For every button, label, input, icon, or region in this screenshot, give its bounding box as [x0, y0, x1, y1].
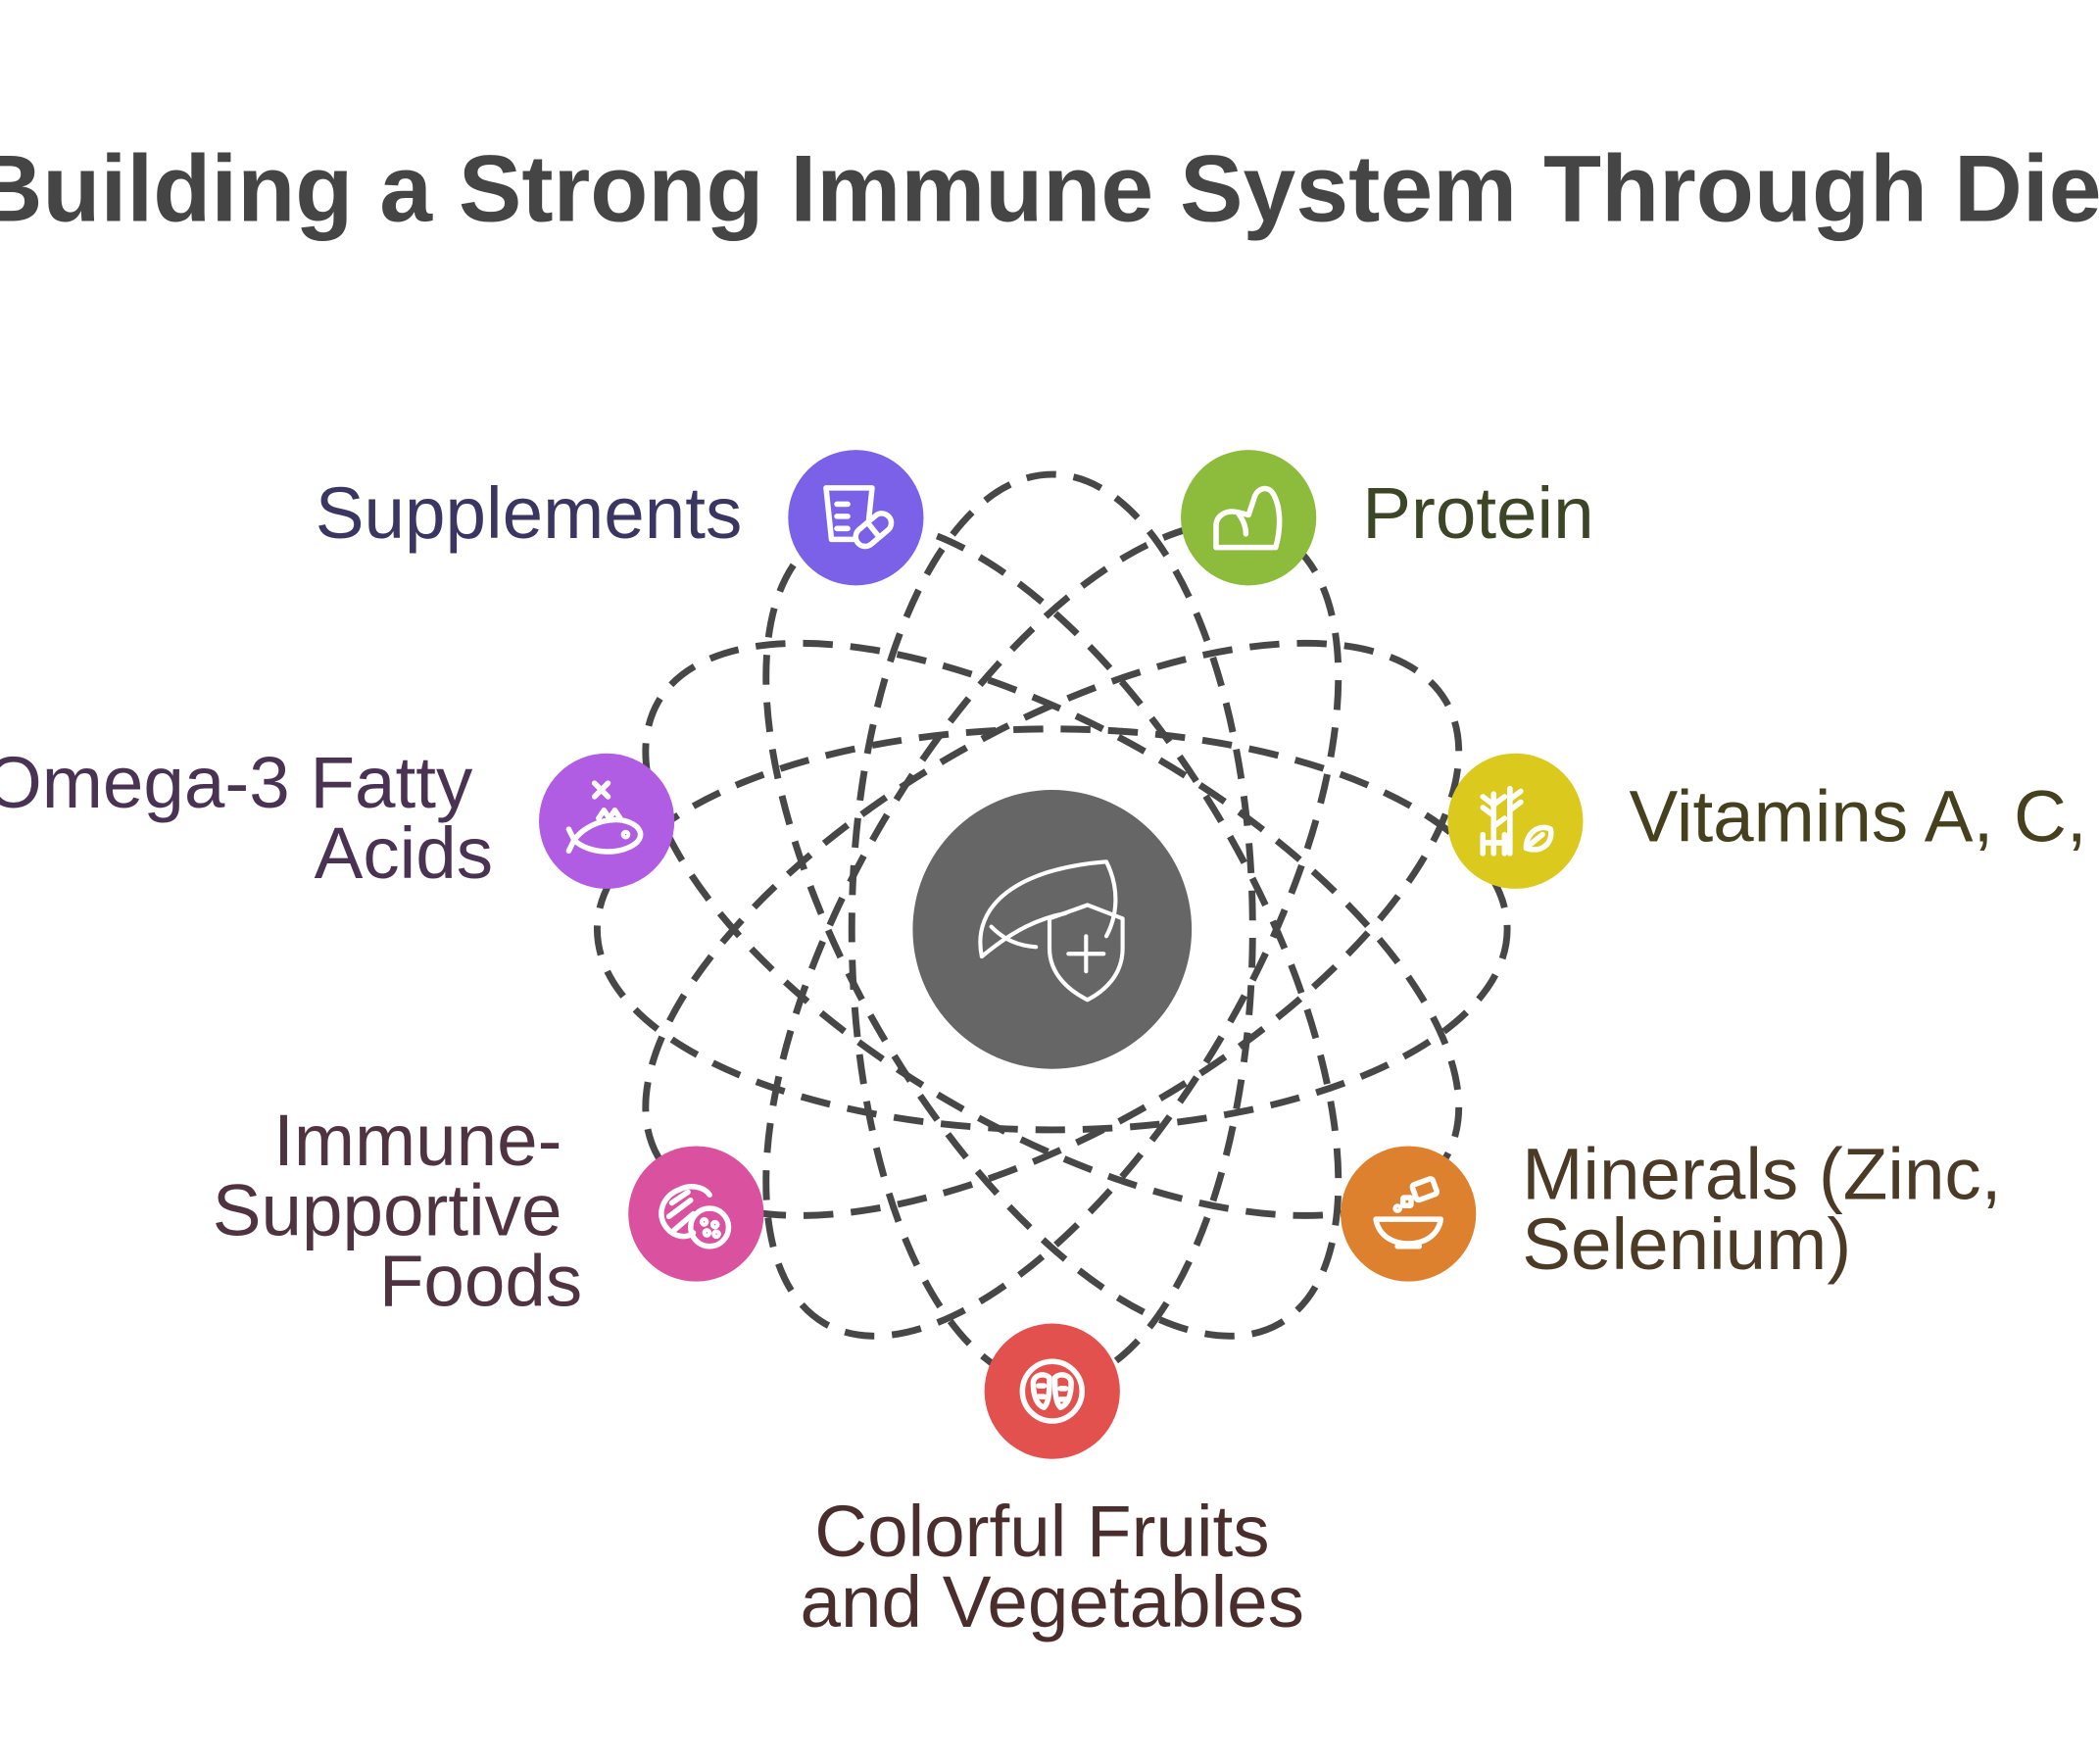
- immune-foods-label-line: Supportive: [213, 1169, 562, 1251]
- supplements-label-line: Supplements: [316, 471, 743, 554]
- center-hub: [912, 790, 1193, 1069]
- minerals-label-line: Selenium): [1522, 1202, 1851, 1285]
- garlic-icon: [659, 1184, 732, 1250]
- minerals-label: Minerals (Zinc, Selenium): [1522, 1132, 2022, 1285]
- bowl-icon: [1373, 1176, 1444, 1250]
- minerals-circle: [1341, 1146, 1477, 1282]
- orbit-ring: [642, 639, 1463, 1219]
- minerals-label-line: Minerals (Zinc,: [1522, 1132, 2001, 1214]
- leaf-shield-icon: [978, 859, 1125, 1003]
- node-vitamins: Vitamins A, C, E: [1447, 753, 2099, 889]
- protein-circle: [1181, 450, 1317, 586]
- omega3-label-line: Omega-3 Fatty: [0, 741, 473, 823]
- immune-foods-label-line: Foods: [379, 1240, 582, 1322]
- node-supplements: Supplements: [316, 450, 924, 586]
- node-protein: Protein: [1181, 450, 1594, 586]
- immune-foods-label-line: Immune-: [273, 1099, 561, 1181]
- supplements-label: Supplements: [316, 471, 743, 554]
- center-circle: [912, 790, 1193, 1069]
- fish-icon: [565, 780, 644, 855]
- node-minerals: Minerals (Zinc, Selenium): [1341, 1132, 2022, 1285]
- omega3-label-line: Acids: [315, 811, 493, 894]
- vitamins-label-line: Vitamins A, C, E: [1629, 775, 2099, 858]
- immune-foods-label: Immune- Supportive Foods: [213, 1099, 582, 1322]
- fruits-veg-label: Colorful Fruits and Vegetables: [801, 1490, 1304, 1642]
- fruits-veg-label-line: and Vegetables: [801, 1560, 1304, 1642]
- node-fruits-veg: Colorful Fruits and Vegetables: [801, 1323, 1304, 1642]
- vitamins-label: Vitamins A, C, E: [1629, 775, 2099, 858]
- flexed-arm-icon: [1213, 485, 1283, 551]
- page-title: Building a Strong Immune System Through …: [0, 136, 2099, 242]
- node-omega3: Omega-3 Fatty Acids: [0, 741, 675, 894]
- produce-icon: [1019, 1358, 1085, 1424]
- vitamins-circle: [1447, 753, 1584, 889]
- fruits-veg-circle: [984, 1323, 1120, 1459]
- supplements-circle: [788, 450, 924, 586]
- fruits-veg-label-line: Colorful Fruits: [814, 1490, 1269, 1572]
- node-immune-foods: Immune- Supportive Foods: [213, 1099, 764, 1322]
- protein-label-line: Protein: [1362, 471, 1593, 554]
- protein-label: Protein: [1362, 471, 1593, 554]
- omega3-label: Omega-3 Fatty Acids: [0, 741, 493, 894]
- orbit-ring: [642, 639, 1463, 1219]
- orbit-ring: [593, 725, 1511, 1134]
- herbs-icon: [1480, 785, 1554, 857]
- cup-and-pill-icon: [823, 485, 895, 550]
